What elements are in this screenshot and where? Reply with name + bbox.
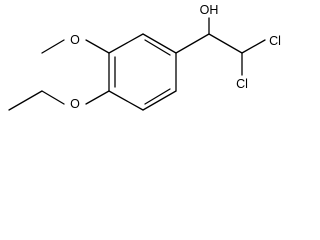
ethoxy-ch2-to-ch3-bond [8,90,43,111]
methoxy-group [41,39,110,54]
ring-double-bond-top [144,39,171,56]
ring-bond-bottom-left [108,90,144,111]
dichloroethanol-chain [175,17,266,76]
ring-to-methoxy-o-bond [85,39,110,54]
ethoxy-o-to-ch2-bond [41,90,65,105]
ring-bond-top-right [142,33,177,54]
hydroxyl-label: OH [200,3,219,17]
ring-to-ethoxy-o-bond [85,90,110,105]
chlorine-lower-label: Cl [236,77,248,91]
ring-to-carbinol-bond [175,33,210,54]
ethoxy-oxygen-label: O [70,97,80,111]
chemical-structure: OH O O Cl Cl [8,3,281,111]
ring-double-bond-bottom [144,88,171,105]
ring-bond-bottom-right [142,90,177,111]
methoxy-o-to-methyl-bond [41,39,65,54]
ring-bond-top-left [108,33,144,54]
carbinol-to-chcl2-bond [208,33,243,54]
chcl2-to-cl-upper-bond [241,39,266,54]
chlorine-upper-label: Cl [269,34,281,48]
methoxy-oxygen-label: O [70,33,80,47]
ethoxy-group [8,90,110,111]
benzene-ring [108,33,177,111]
